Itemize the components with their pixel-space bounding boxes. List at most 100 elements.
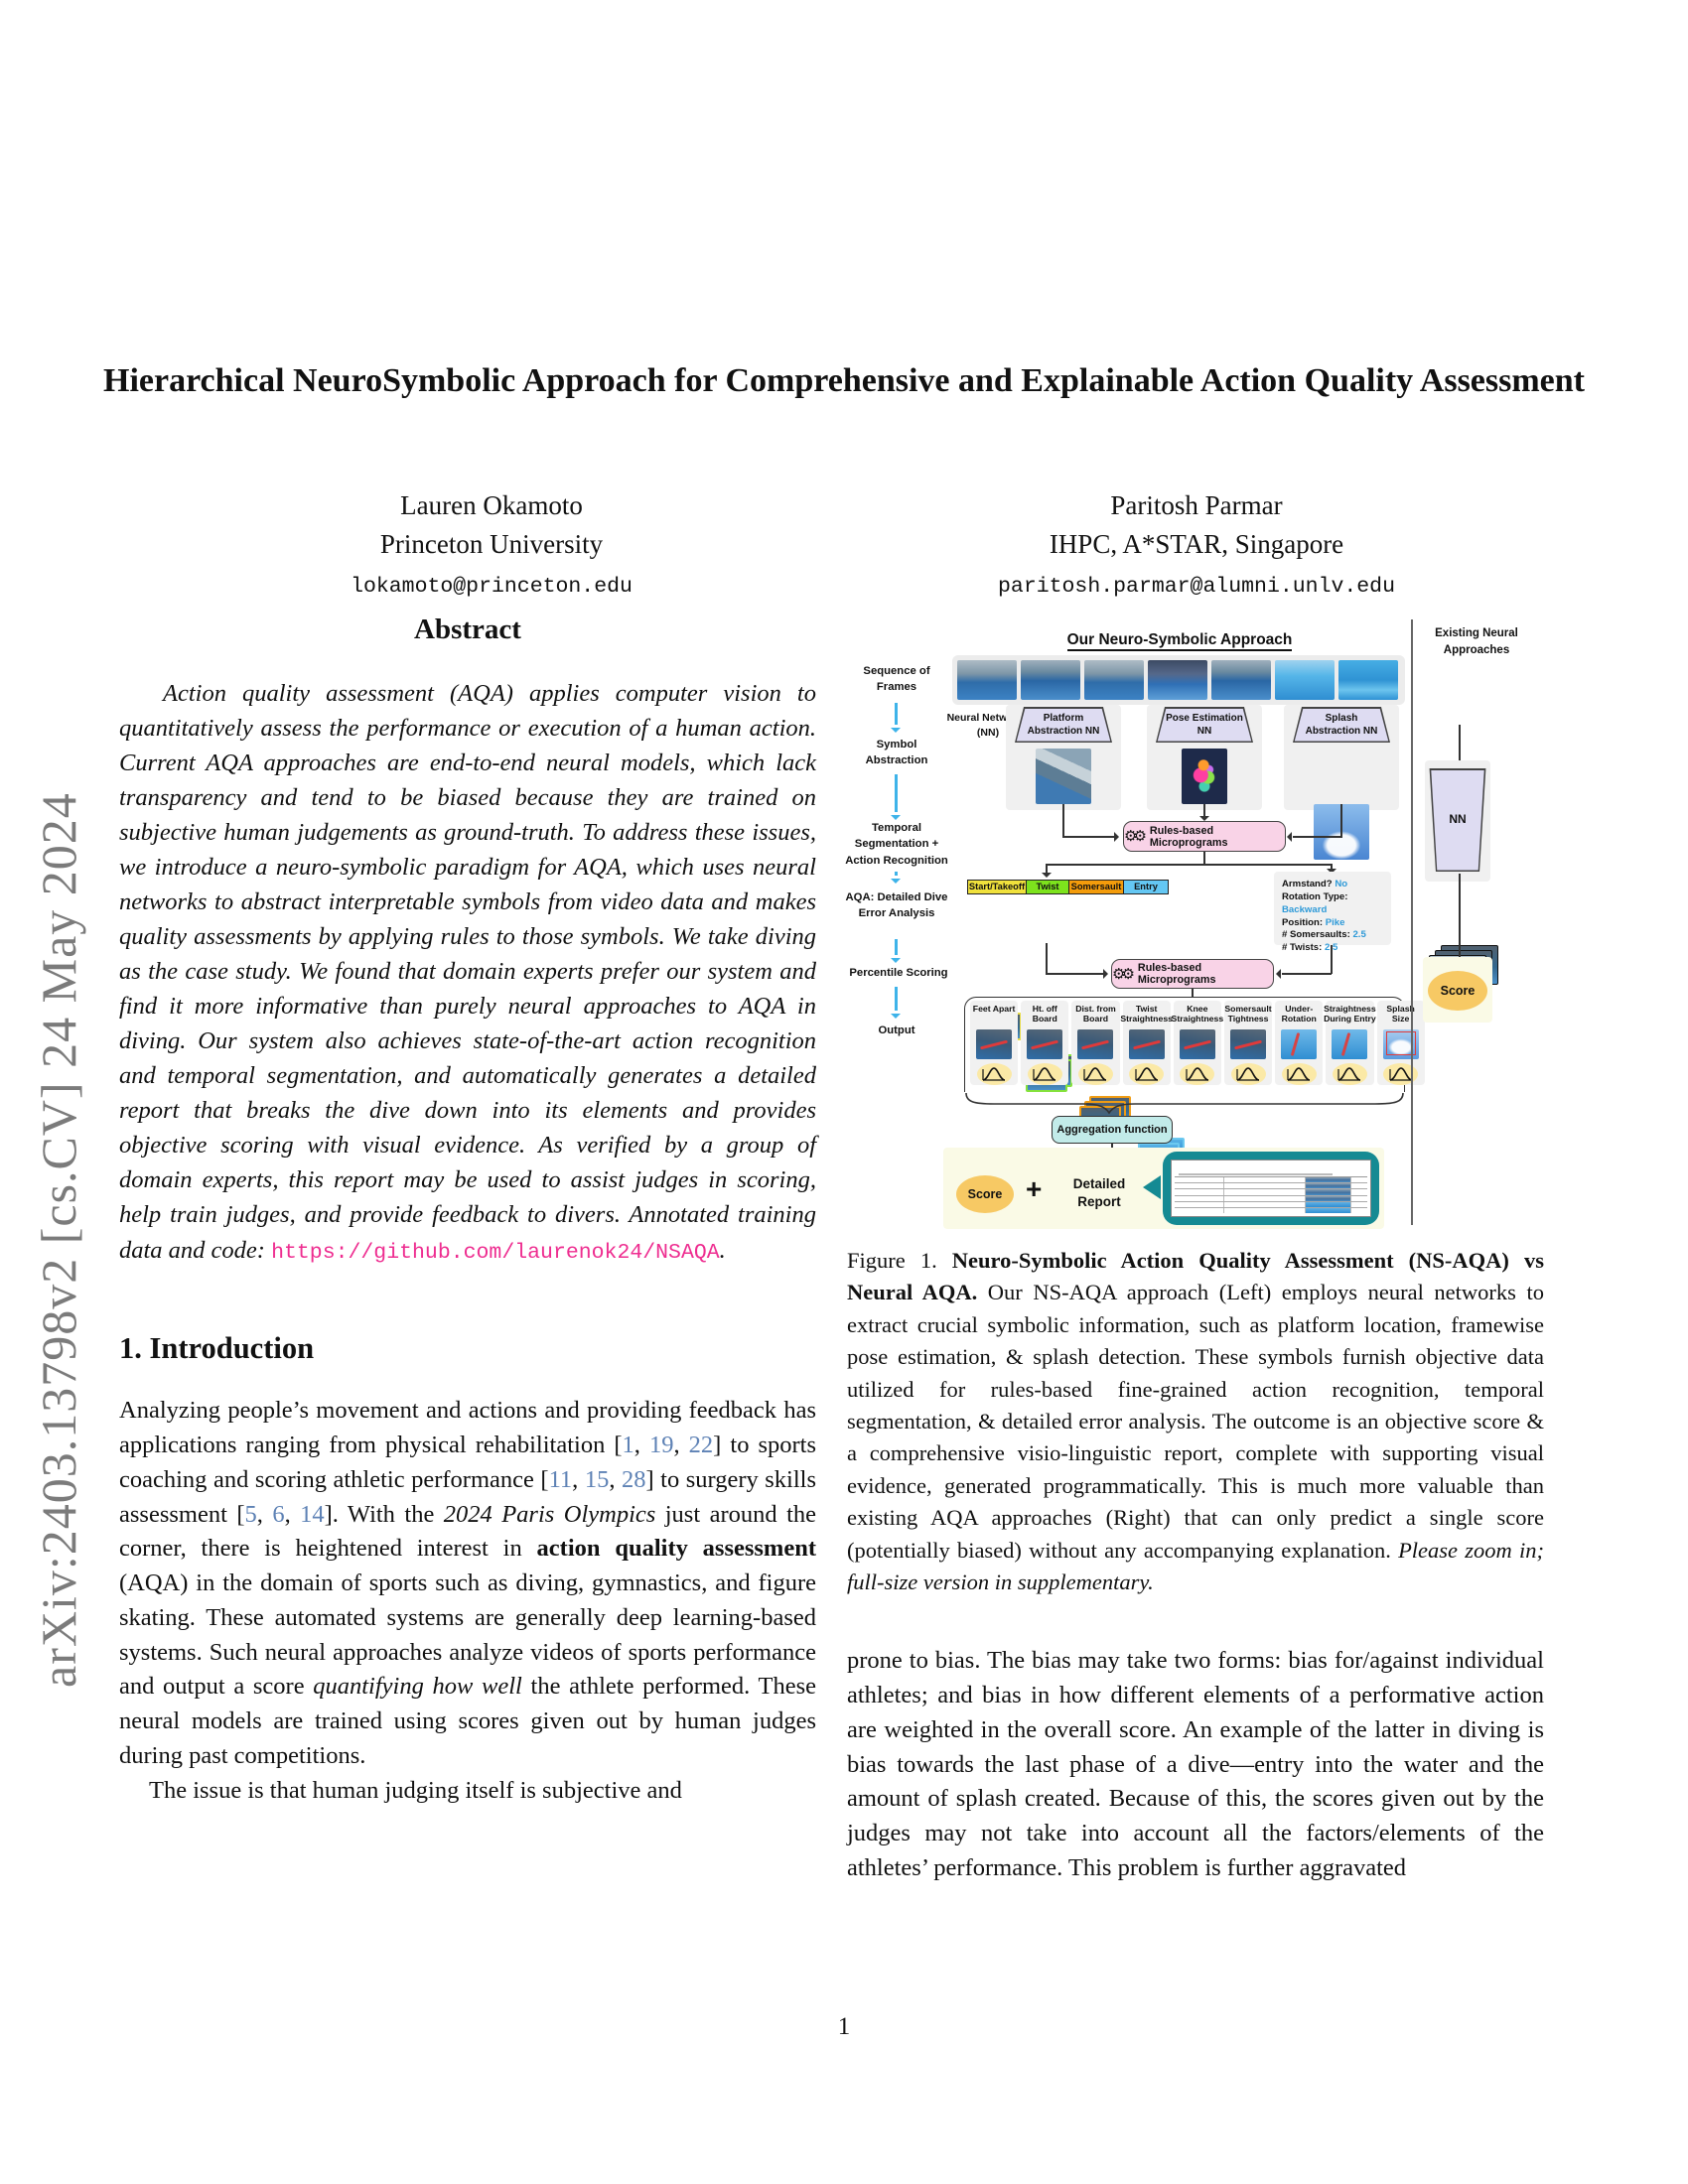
connector-line: [1459, 725, 1461, 762]
percentile-distribution-icon: [1027, 1063, 1062, 1085]
author-1-name: Lauren Okamoto: [400, 490, 583, 520]
connector-line: [1331, 864, 1333, 870]
report-row: [1175, 1189, 1367, 1196]
error-analysis-row: Feet Apart Ht. off Board Dist. from Boar…: [970, 1001, 1425, 1085]
citation-link[interactable]: 14: [300, 1500, 325, 1528]
error-item-somersault-tightness: Somersault Tightness: [1223, 1001, 1273, 1085]
existing-approaches-title: Existing Neural Approaches: [1435, 627, 1518, 657]
stage-symbol-abstraction: Symbol Abstraction: [865, 739, 928, 767]
arrowhead-icon: [1199, 816, 1209, 821]
video-frame-thumbnail: [1211, 660, 1271, 700]
author-2-affiliation: IHPC, A*STAR, Singapore: [1049, 529, 1344, 560]
pose-estimation-image: [1182, 749, 1227, 804]
connector-line: [1459, 874, 1461, 971]
connector-line: [1046, 973, 1103, 975]
error-evidence-image: [1382, 1029, 1419, 1059]
report-row: [1175, 1177, 1367, 1184]
abstract-heading: Abstract: [414, 614, 521, 645]
flow-arrow-icon: [891, 774, 901, 820]
right-column: Our Neuro-Symbolic Approach Sequence of …: [845, 612, 1545, 1886]
report-row: [1175, 1201, 1367, 1208]
page-title: Hierarchical NeuroSymbolic Approach for …: [103, 362, 1585, 399]
plus-sign: +: [1026, 1173, 1043, 1204]
arrowhead-icon: [1114, 832, 1119, 842]
gears-icon: ⚙⚙: [1112, 965, 1135, 983]
segment-twist: Twist: [1026, 880, 1069, 894]
flow-arrow-icon: [891, 939, 901, 963]
video-frame-thumbnail: [957, 660, 1017, 700]
percentile-distribution-icon: [1332, 1063, 1367, 1085]
underbrace-icon: [965, 1092, 1404, 1115]
citation-link[interactable]: 6: [272, 1500, 285, 1528]
connector-line: [1293, 836, 1342, 838]
figure-1-caption: Figure 1. Neuro-Symbolic Action Quality …: [847, 1248, 1545, 1594]
citation-link[interactable]: 5: [244, 1500, 257, 1528]
video-frame-thumbnail: [1021, 660, 1080, 700]
intro-paragraph-2: The issue is that human judging itself i…: [149, 1776, 682, 1804]
arxiv-watermark: arXiv:2403.13798v2 [cs.CV] 24 May 2024: [31, 792, 86, 1688]
report-tail: [1143, 1175, 1161, 1199]
error-evidence-image: [1179, 1029, 1215, 1059]
error-item-knee-straightness: Knee Straightness: [1172, 1001, 1223, 1085]
arrowhead-icon: [1327, 869, 1336, 874]
platform-detection-image: [1036, 749, 1091, 804]
report-row: [1175, 1183, 1367, 1190]
stage-aqa-error-analysis: AQA: Detailed Dive Error Analysis: [845, 891, 948, 920]
connector-line: [1046, 864, 1332, 866]
rules-microprograms-box-1: ⚙⚙ Rules-based Microprograms: [1123, 821, 1286, 852]
author-1-email[interactable]: lokamoto@princeton.edu: [351, 575, 633, 600]
percentile-distribution-icon: [1180, 1063, 1215, 1085]
author-block: Lauren Okamoto Princeton University loka…: [0, 486, 1688, 603]
error-evidence-image: [1077, 1029, 1114, 1059]
citation-link[interactable]: 11: [548, 1465, 573, 1493]
arrowhead-icon: [1287, 832, 1292, 842]
error-item-twist-straightness: Twist Straightness: [1120, 1001, 1173, 1085]
author-1-affiliation: Princeton University: [379, 529, 604, 560]
citation-link[interactable]: 19: [648, 1432, 674, 1459]
segment-header-row: Start/Takeoff Twist Somersault Entry: [967, 880, 1169, 894]
flow-arrow-icon: [891, 872, 901, 884]
author-2-email[interactable]: paritosh.parmar@alumni.unlv.edu: [998, 575, 1395, 600]
output-score-badge: Score: [956, 1175, 1014, 1213]
author-2-name: Paritosh Parmar: [1110, 490, 1283, 520]
error-evidence-image: [976, 1029, 1013, 1059]
citation-link[interactable]: 28: [621, 1465, 646, 1493]
connector-line: [1203, 804, 1205, 816]
connector-line: [1203, 852, 1205, 864]
github-link[interactable]: https://github.com/laurenok24/NSAQA: [271, 1240, 720, 1265]
percentile-distribution-icon: [1129, 1063, 1165, 1085]
existing-score-badge: Score: [1428, 971, 1487, 1011]
stage-sequence-of-frames: Sequence of Frames: [863, 665, 930, 694]
citation-link[interactable]: 15: [584, 1465, 610, 1493]
splash-abstraction-nn-trapezoid: Splash Abstraction NN: [1293, 707, 1390, 743]
video-frame-thumbnail: [1338, 660, 1398, 700]
error-evidence-image: [1332, 1029, 1368, 1059]
error-evidence-image: [1281, 1029, 1318, 1059]
figure-main-title: Our Neuro-Symbolic Approach: [951, 631, 1408, 651]
existing-nn-trapezoid: NN: [1429, 768, 1486, 872]
percentile-distribution-icon: [1077, 1063, 1113, 1085]
percentile-distribution-icon: [1281, 1063, 1317, 1085]
segment-entry: Entry: [1123, 880, 1169, 894]
detailed-report-panel: [1143, 1152, 1379, 1225]
abstract-body: Action quality assessment (AQA) applies …: [119, 680, 816, 1265]
percentile-distribution-icon: [1230, 1063, 1266, 1085]
citation-link[interactable]: 22: [688, 1432, 714, 1459]
connector-line: [1192, 989, 1194, 997]
arrowhead-icon: [1042, 873, 1052, 878]
rules-microprograms-box-2: ⚙⚙ Rules-based Microprograms: [1111, 959, 1274, 989]
section-heading-introduction: 1. Introduction: [119, 1331, 315, 1366]
video-frame-thumbnail: [1148, 660, 1207, 700]
percentile-distribution-icon: [976, 1063, 1012, 1085]
gears-icon: ⚙⚙: [1124, 828, 1147, 845]
connector-line: [1046, 943, 1048, 975]
author-2: Paritosh Parmar IHPC, A*STAR, Singapore …: [938, 486, 1455, 603]
citation-link[interactable]: 1: [622, 1432, 634, 1459]
attr-position: Position: Pike: [1282, 916, 1345, 928]
connector-line: [1062, 804, 1064, 837]
error-evidence-image: [1128, 1029, 1165, 1059]
connector-line: [1331, 945, 1333, 974]
stage-output: Output: [878, 1024, 915, 1036]
left-column: Abstract Action quality assessment (AQA)…: [119, 614, 816, 1809]
